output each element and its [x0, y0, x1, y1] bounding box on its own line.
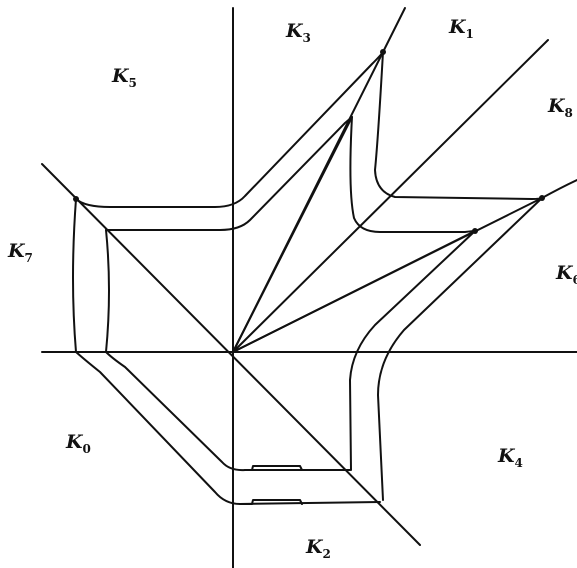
region-label-k7: K7 — [8, 240, 33, 265]
ray-to-outer-top — [232, 51, 384, 353]
outer-cusp-top — [382, 7, 406, 53]
region-label-k8: K8 — [548, 95, 573, 120]
anti-diagonal-line — [41, 163, 421, 546]
region-label-k3: K3 — [286, 20, 311, 45]
outer-wall-top — [374, 51, 543, 200]
corner-point-left — [73, 196, 79, 202]
inner-wall-left — [105, 229, 110, 353]
outer-curve-right — [377, 197, 543, 501]
inner-curve-bottom-left — [105, 351, 351, 472]
outer-cusp-right — [541, 179, 577, 199]
region-label-k1: K1 — [449, 16, 474, 41]
inner-wall-top — [349, 116, 476, 233]
corner-point-inner-right — [472, 228, 478, 234]
outer-curve-top-left — [75, 51, 384, 208]
inner-curve-top-left — [105, 116, 353, 231]
ray-to-outer-right — [232, 197, 543, 353]
bottom-notch-outer — [239, 499, 303, 505]
region-label-k4: K4 — [498, 445, 523, 470]
region-label-k2: K2 — [306, 536, 331, 561]
corner-point-right — [539, 195, 545, 201]
bottom-notch-inner — [244, 465, 303, 471]
outer-curve-bottom-left — [75, 351, 381, 505]
region-label-k0: K0 — [66, 431, 91, 456]
region-label-k5: K5 — [112, 65, 137, 90]
inner-curve-right — [349, 230, 476, 471]
region-label-k6: K6 — [556, 262, 577, 287]
corner-point-top — [380, 49, 386, 55]
outer-wall-left — [72, 198, 77, 353]
